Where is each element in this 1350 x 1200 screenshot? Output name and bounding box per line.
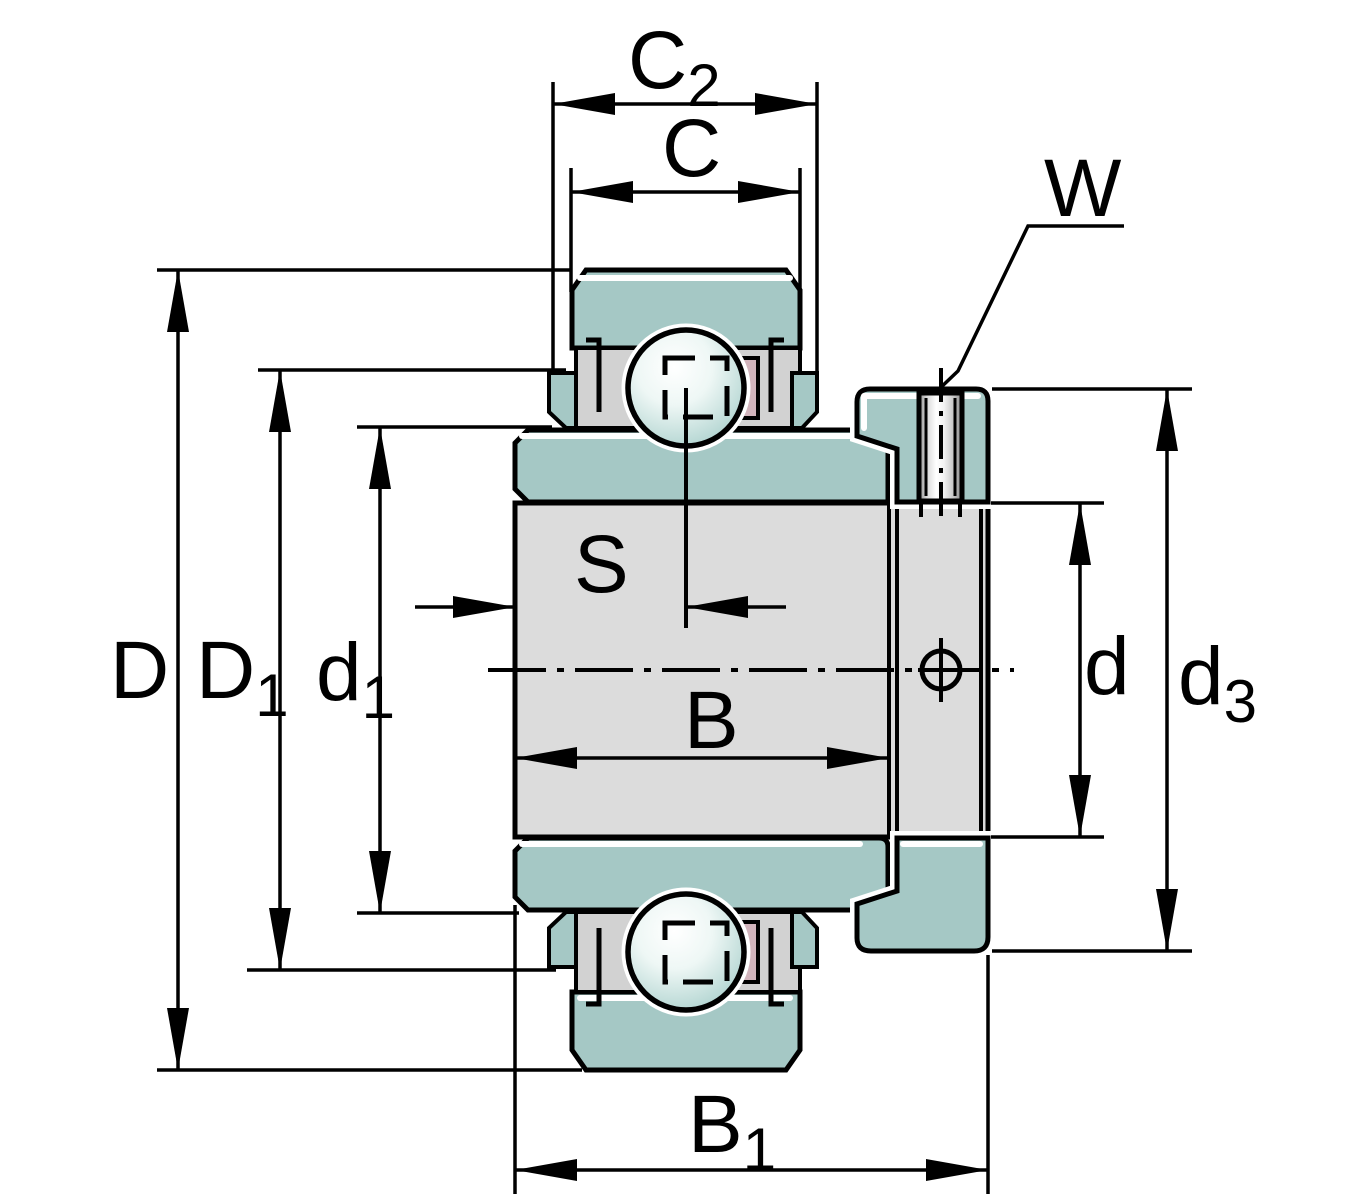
dim-S-arrow-left — [453, 596, 515, 618]
dim-D-arrow-top — [167, 270, 189, 332]
dim-d3-arrow-bottom — [1156, 889, 1178, 951]
eccentric-collar-bottom — [850, 831, 995, 958]
dim-C2-arrow-right — [755, 93, 817, 115]
dim-B-arrow-right — [827, 747, 889, 769]
dim-D1-arrow-top — [269, 370, 291, 432]
callout-W-leader — [934, 224, 1124, 394]
label-d3: d3 — [1178, 631, 1257, 735]
dim-d1: d1 — [316, 425, 552, 915]
dim-C-arrow-left — [571, 181, 633, 203]
dim-S: S — [415, 519, 786, 618]
slinger-hook-bottom-right — [768, 928, 784, 1007]
flinger-lip-bottom-left — [547, 910, 578, 969]
dim-C2: C2 — [551, 15, 819, 374]
dim-D1-arrow-bottom — [269, 908, 291, 970]
label-B1: B1 — [688, 1079, 776, 1183]
flinger-band-bottom — [512, 835, 891, 913]
label-D1: D1 — [196, 625, 289, 729]
dim-B1-arrow-left — [515, 1159, 577, 1181]
dim-C2-arrow-left — [553, 93, 615, 115]
outer-ring-top — [569, 267, 803, 351]
dim-B1: B1 — [513, 905, 990, 1194]
flinger-lip-bottom-right — [790, 910, 819, 969]
dim-D1: D1 — [196, 368, 566, 972]
label-d1: d1 — [316, 627, 395, 731]
dim-d1-arrow-bottom — [369, 851, 391, 913]
callout-W: W — [934, 143, 1124, 394]
collar-bottom-shape — [854, 835, 991, 954]
dim-C: C — [569, 103, 802, 292]
slinger-hook-top-right — [768, 337, 784, 412]
flinger-lip-top-right — [790, 371, 819, 430]
dim-d-arrow-top — [1069, 503, 1091, 565]
dim-d-arrow-bottom — [1069, 775, 1091, 837]
dim-B: B — [515, 675, 889, 769]
slinger-hook-bottom-left — [586, 928, 602, 1007]
slinger-hook-top-left — [586, 337, 602, 412]
flinger-lip-top-left — [547, 371, 578, 430]
label-C: C — [662, 103, 721, 194]
dim-S-arrow-right — [686, 596, 748, 618]
dim-C-arrow-right — [738, 181, 800, 203]
dim-d3: d3 — [992, 387, 1257, 953]
label-W: W — [1044, 143, 1122, 234]
dim-B1-arrow-right — [926, 1159, 988, 1181]
label-B: B — [684, 675, 739, 766]
label-S: S — [574, 519, 629, 610]
dim-D: D — [110, 268, 582, 1072]
ball-bottom-dashed-box — [662, 920, 730, 985]
ball-top-dashed-box — [662, 355, 730, 420]
dim-d1-arrow-top — [369, 427, 391, 489]
dim-d: d — [991, 501, 1130, 839]
label-C2: C2 — [628, 15, 721, 119]
dim-D-arrow-bottom — [167, 1008, 189, 1070]
set-screw — [916, 368, 965, 524]
dim-B-arrow-left — [515, 747, 577, 769]
dim-d3-arrow-top — [1156, 389, 1178, 451]
flinger-band-bottom-shape — [512, 835, 891, 913]
label-D: D — [110, 625, 169, 716]
label-d: d — [1084, 621, 1130, 712]
